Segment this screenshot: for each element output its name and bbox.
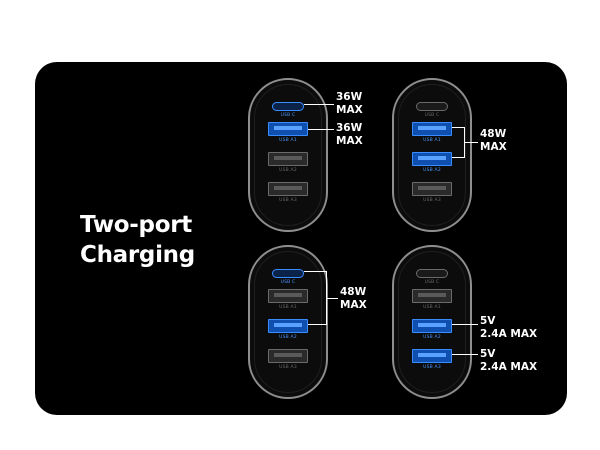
callout-pointer xyxy=(452,324,478,325)
charger-config-3: USB C USB A1 USB A2 USB A3 xyxy=(248,245,328,399)
callout-line: 36W xyxy=(336,91,363,103)
usb-a3-label: USB A3 xyxy=(423,198,441,203)
callout-line: 36W xyxy=(336,122,363,134)
usb-a3-label: USB A3 xyxy=(279,198,297,203)
headline: Two-port Charging xyxy=(80,210,195,270)
callout-line: 48W xyxy=(480,128,507,140)
callout-line: MAX xyxy=(336,104,363,116)
callout-pointer xyxy=(304,104,334,105)
callout-line: MAX xyxy=(340,299,367,311)
power-callout: 36W MAX xyxy=(336,122,363,148)
power-callout: 36W MAX xyxy=(336,91,363,117)
callout-line: MAX xyxy=(480,141,507,153)
usb-c-port xyxy=(416,269,448,278)
callout-line: 2.4A MAX xyxy=(480,328,538,340)
usb-c-label: USB C xyxy=(280,113,296,118)
power-callout: 5V 2.4A MAX xyxy=(480,315,537,341)
usb-a2-port xyxy=(412,152,452,166)
callout-line: 48W xyxy=(340,286,367,298)
usb-a2-port xyxy=(268,319,308,333)
usb-a3-label: USB A3 xyxy=(279,365,297,370)
usb-a2-port xyxy=(268,152,308,166)
headline-line-2: Charging xyxy=(80,242,195,268)
usb-a1-port xyxy=(268,122,308,136)
callout-pointer xyxy=(304,271,326,272)
usb-a2-label: USB A2 xyxy=(423,168,441,173)
power-callout: 48W MAX xyxy=(480,128,507,154)
usb-a1-label: USB A1 xyxy=(423,305,441,310)
usb-c-port xyxy=(272,102,304,111)
usb-a1-port xyxy=(268,289,308,303)
usb-c-label: USB C xyxy=(424,113,440,118)
power-callout: 48W MAX xyxy=(340,286,367,312)
usb-a3-port xyxy=(268,349,308,363)
usb-a1-label: USB A1 xyxy=(279,305,297,310)
usb-a3-label: USB A3 xyxy=(423,365,441,370)
usb-c-port xyxy=(272,269,304,278)
callout-pointer xyxy=(308,129,334,130)
power-callout: 5V 2.4A MAX xyxy=(480,348,537,374)
callout-line: 2.4A MAX xyxy=(480,361,538,373)
usb-a1-port xyxy=(412,289,452,303)
callout-pointer xyxy=(326,298,338,299)
usb-a1-label: USB A1 xyxy=(279,138,297,143)
charger-config-1: USB C USB A1 USB A2 USB A3 xyxy=(248,78,328,232)
usb-c-label: USB C xyxy=(280,280,296,285)
callout-pointer xyxy=(452,354,478,355)
callout-line: MAX xyxy=(336,135,363,147)
headline-line-1: Two-port xyxy=(80,212,192,238)
usb-c-label: USB C xyxy=(424,280,440,285)
usb-a1-port xyxy=(412,122,452,136)
usb-a3-port xyxy=(412,349,452,363)
usb-a3-port xyxy=(412,182,452,196)
usb-a1-label: USB A1 xyxy=(423,138,441,143)
callout-pointer xyxy=(464,142,478,143)
charger-config-4: USB C USB A1 USB A2 USB A3 xyxy=(392,245,472,399)
usb-a3-port xyxy=(268,182,308,196)
callout-pointer xyxy=(308,324,326,325)
usb-a2-label: USB A2 xyxy=(423,335,441,340)
callout-line: 5V xyxy=(480,348,496,360)
usb-a2-label: USB A2 xyxy=(279,335,297,340)
callout-pointer xyxy=(452,157,464,158)
callout-line: 5V xyxy=(480,315,496,327)
usb-a2-label: USB A2 xyxy=(279,168,297,173)
callout-pointer xyxy=(452,127,464,128)
usb-a2-port xyxy=(412,319,452,333)
usb-c-port xyxy=(416,102,448,111)
charger-config-2: USB C USB A1 USB A2 USB A3 xyxy=(392,78,472,232)
